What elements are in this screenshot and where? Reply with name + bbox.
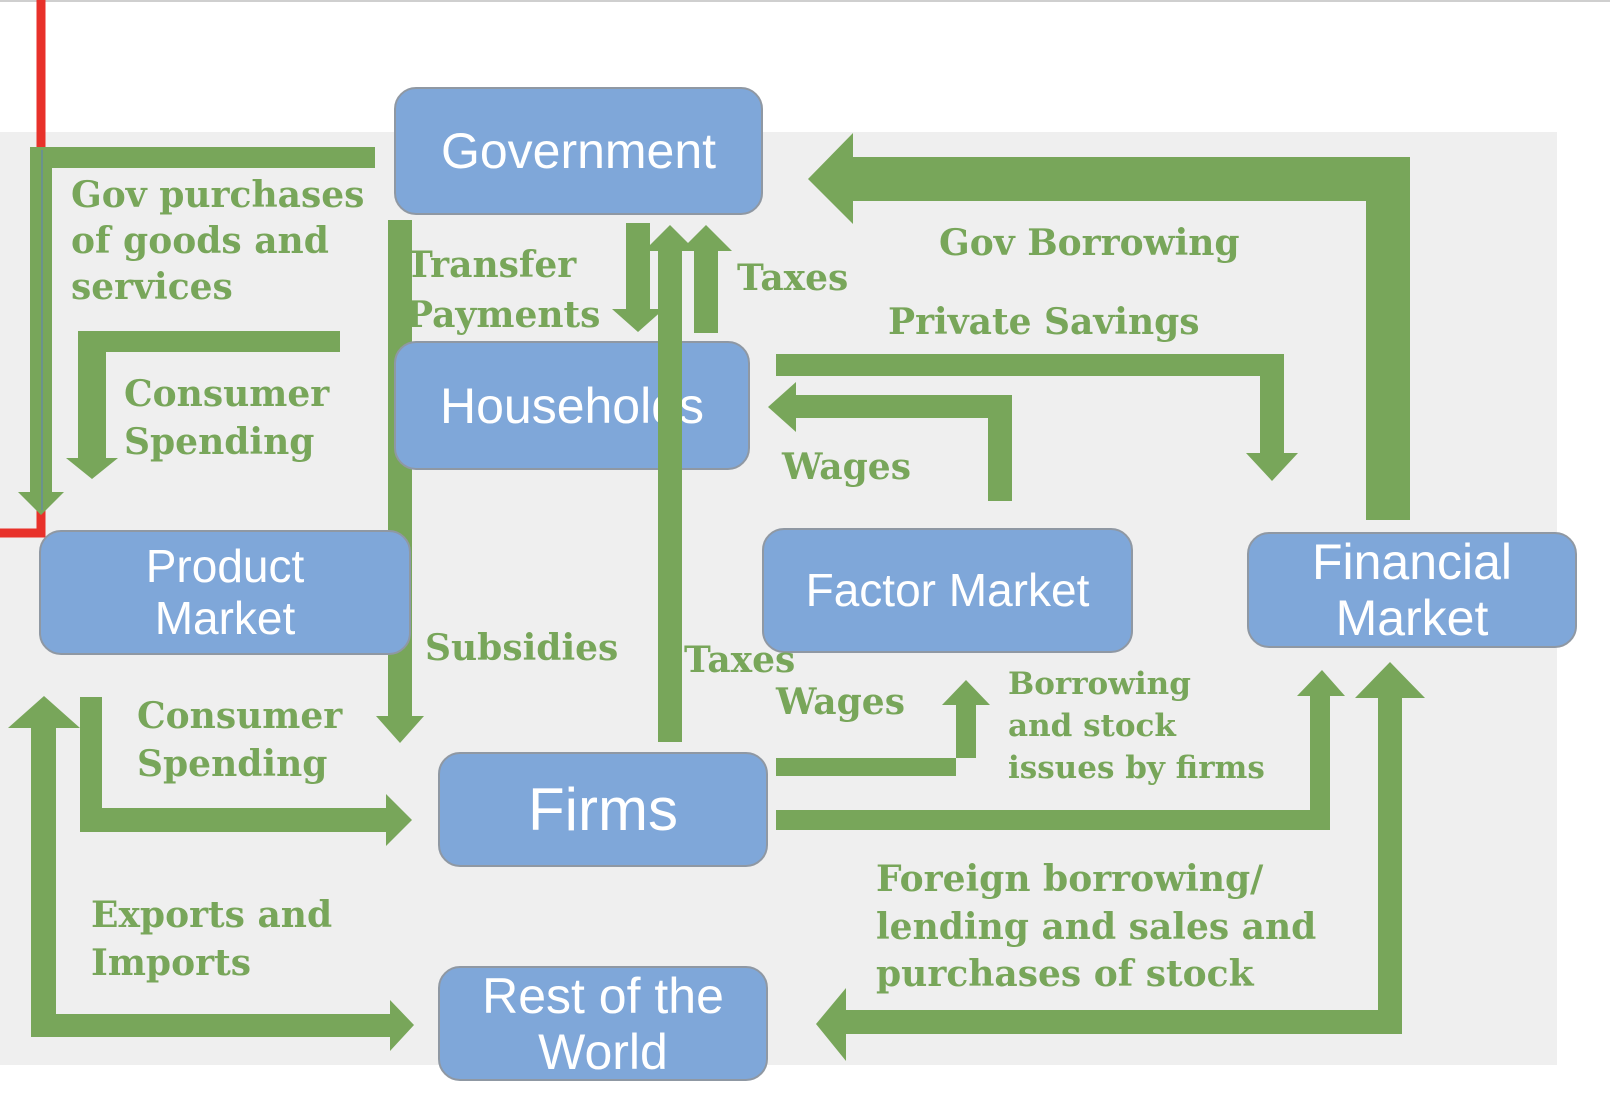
arrow-taxes-households xyxy=(680,225,732,333)
label-foreign-borrowing: Foreign borrowing/ lending and sales and… xyxy=(876,858,1317,996)
label-consumer-spending-top: Consumer Spending xyxy=(124,373,330,463)
arrow-gov-borrowing xyxy=(808,133,1410,520)
node-households: Households xyxy=(394,341,750,470)
label-wages-top: Wages xyxy=(782,446,911,488)
node-government: Government xyxy=(394,87,763,215)
arrow-consumer-spending-top xyxy=(66,331,340,479)
arrow-borrowing-stock xyxy=(776,670,1345,830)
node-firms: Firms xyxy=(438,752,768,867)
label-consumer-spending-bottom: Consumer Spending xyxy=(137,695,343,785)
arrow-taxes-firms xyxy=(644,225,696,742)
arrow-foreign-borrowing xyxy=(816,662,1425,1061)
node-factor-market: Factor Market xyxy=(762,528,1133,653)
label-gov-purchases: Gov purchases of goods and services xyxy=(71,174,365,309)
arrow-private-savings xyxy=(776,354,1298,481)
node-financial-market: Financial Market xyxy=(1247,532,1577,648)
label-gov-borrowing: Gov Borrowing xyxy=(939,222,1240,264)
node-rest-of-world: Rest of the World xyxy=(438,966,768,1081)
arrow-transfer-payments xyxy=(612,223,664,332)
label-transfer-payments: Transfer Payments xyxy=(406,244,601,336)
label-borrowing-stock: Borrowing and stock issues by firms xyxy=(1008,666,1265,786)
label-wages-bottom: Wages xyxy=(776,681,905,723)
label-subsidies: Subsidies xyxy=(425,627,619,669)
arrow-wages-top xyxy=(768,382,1012,501)
arrow-exports-imports xyxy=(8,696,414,1051)
node-product-market: Product Market xyxy=(39,530,411,655)
arrow-consumer-spending-bottom xyxy=(80,697,412,846)
label-taxes-firms: Taxes xyxy=(684,639,796,681)
label-taxes-households: Taxes xyxy=(737,257,849,299)
label-private-savings: Private Savings xyxy=(888,301,1200,343)
label-exports-imports: Exports and Imports xyxy=(91,894,333,984)
arrow-wages-bottom xyxy=(776,680,990,776)
